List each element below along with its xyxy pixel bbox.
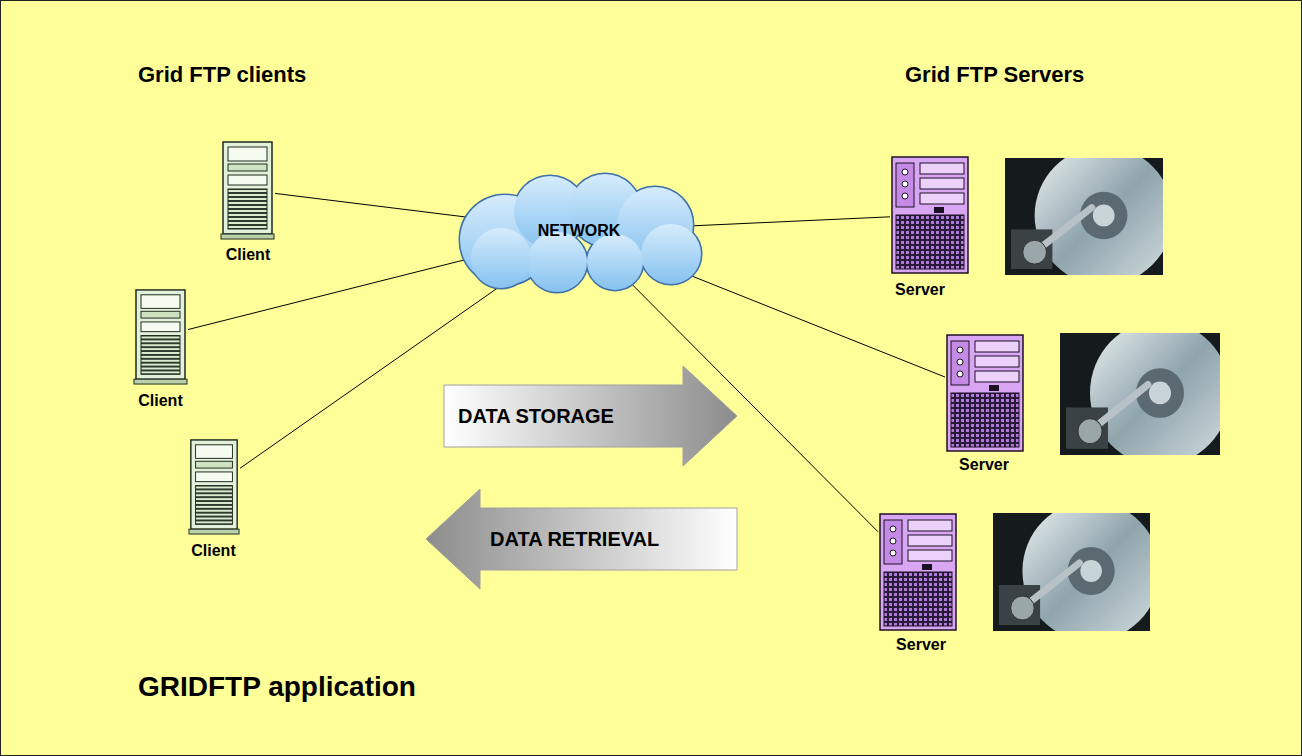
- client-icon: [134, 290, 187, 384]
- cloud-outline: [641, 224, 701, 284]
- network-link: [673, 217, 890, 227]
- cloud-fill: [587, 234, 643, 290]
- node-label: Server: [959, 455, 1009, 474]
- block-arrow: [444, 366, 737, 466]
- flow-arrow: DATA STORAGE: [443, 365, 738, 467]
- server-icon: [947, 335, 1023, 451]
- client-computer: Client: [205, 140, 291, 264]
- node-label: DATA RETRIEVAL: [490, 527, 659, 551]
- network-link: [673, 269, 945, 378]
- hard-disk-photo: [1060, 321, 1230, 466]
- flow-arrow: DATA RETRIEVAL: [425, 488, 738, 590]
- block-arrow: [426, 489, 737, 589]
- network-link: [188, 255, 485, 330]
- column-heading: Grid FTP Servers: [905, 62, 1084, 88]
- server-computer: Server: [934, 333, 1034, 474]
- server-icon: [880, 514, 956, 630]
- hard-disk-photo: [1005, 146, 1173, 285]
- client-icon: [221, 142, 274, 239]
- node-label: DATA STORAGE: [458, 404, 614, 428]
- client-computer: Client: [118, 288, 203, 410]
- column-heading: Grid FTP clients: [138, 62, 306, 88]
- diagram-title-box: GRIDFTP application: [138, 670, 416, 704]
- node-label: Client: [226, 245, 270, 264]
- cloud-fill: [527, 232, 587, 292]
- client-computer: Client: [171, 438, 256, 560]
- cloud-fill: [471, 228, 531, 288]
- node-label: Server: [896, 635, 946, 654]
- node-label: NETWORK: [538, 221, 621, 240]
- network-link: [275, 193, 485, 219]
- node-label: Server: [895, 280, 945, 299]
- cloud-outline: [471, 228, 531, 288]
- diagram-title: GRIDFTP application: [138, 670, 416, 704]
- cloud-outline: [527, 232, 587, 292]
- server-computer: Server: [871, 512, 971, 654]
- node-label: Client: [138, 391, 182, 410]
- hard-disk-photo: [993, 501, 1160, 641]
- server-computer: Server: [870, 155, 970, 299]
- network-cloud: NETWORK: [445, 170, 713, 292]
- server-icon: [892, 157, 968, 273]
- column-heading-box: Grid FTP Servers: [905, 62, 1084, 88]
- cloud-outline: [587, 234, 643, 290]
- column-heading-box: Grid FTP clients: [138, 62, 306, 88]
- client-icon: [189, 440, 239, 534]
- cloud-fill: [641, 224, 701, 284]
- node-label: Client: [191, 541, 235, 560]
